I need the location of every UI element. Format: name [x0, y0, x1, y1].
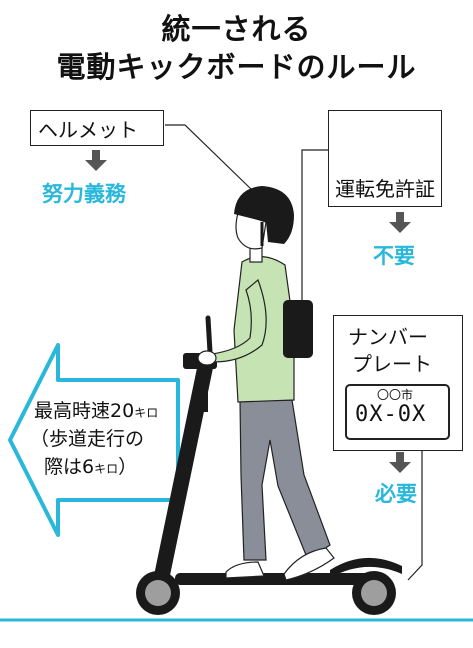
rider-figure: [197, 186, 335, 581]
plate-down-arrow-icon: [389, 452, 411, 473]
license-box: [328, 110, 442, 207]
speed-line-2: （歩道走行の: [30, 428, 145, 450]
speed-max-text: 最高時速20: [34, 400, 135, 422]
speed-line-1: 最高時速20キロ: [34, 398, 158, 426]
helmet-down-arrow-icon: [85, 150, 107, 171]
plate-label-line1: ナンバー: [348, 325, 428, 349]
helmet-box: [30, 110, 164, 146]
helmet-result: 努力義務: [42, 182, 126, 206]
helmet-icon: [234, 186, 294, 244]
speed-arrow-icon: [8, 343, 180, 537]
title-line-1: 統一される: [161, 12, 312, 46]
plate-result: 必要: [375, 482, 417, 506]
plate-label-line2: プレート: [352, 352, 432, 376]
plate-city: 〇〇市: [377, 388, 414, 402]
speed-unit-2: キロ: [94, 462, 119, 476]
speed-line-3: 際は6キロ）: [44, 454, 137, 482]
license-label: 運転免許証: [335, 177, 435, 201]
down-arrow-icons: [85, 150, 411, 473]
speed-unit-1: キロ: [134, 406, 159, 420]
license-down-arrow-icon: [389, 212, 411, 233]
title-line-2: 電動キックボードのルール: [56, 50, 417, 84]
helmet-label: ヘルメット: [38, 118, 138, 142]
license-plate: [345, 384, 450, 440]
speed-close-paren: ）: [118, 456, 138, 478]
plate-number: 0X-0X: [355, 402, 427, 427]
speed-sidewalk-text: 際は6: [44, 456, 95, 478]
license-result: 不要: [373, 244, 415, 268]
